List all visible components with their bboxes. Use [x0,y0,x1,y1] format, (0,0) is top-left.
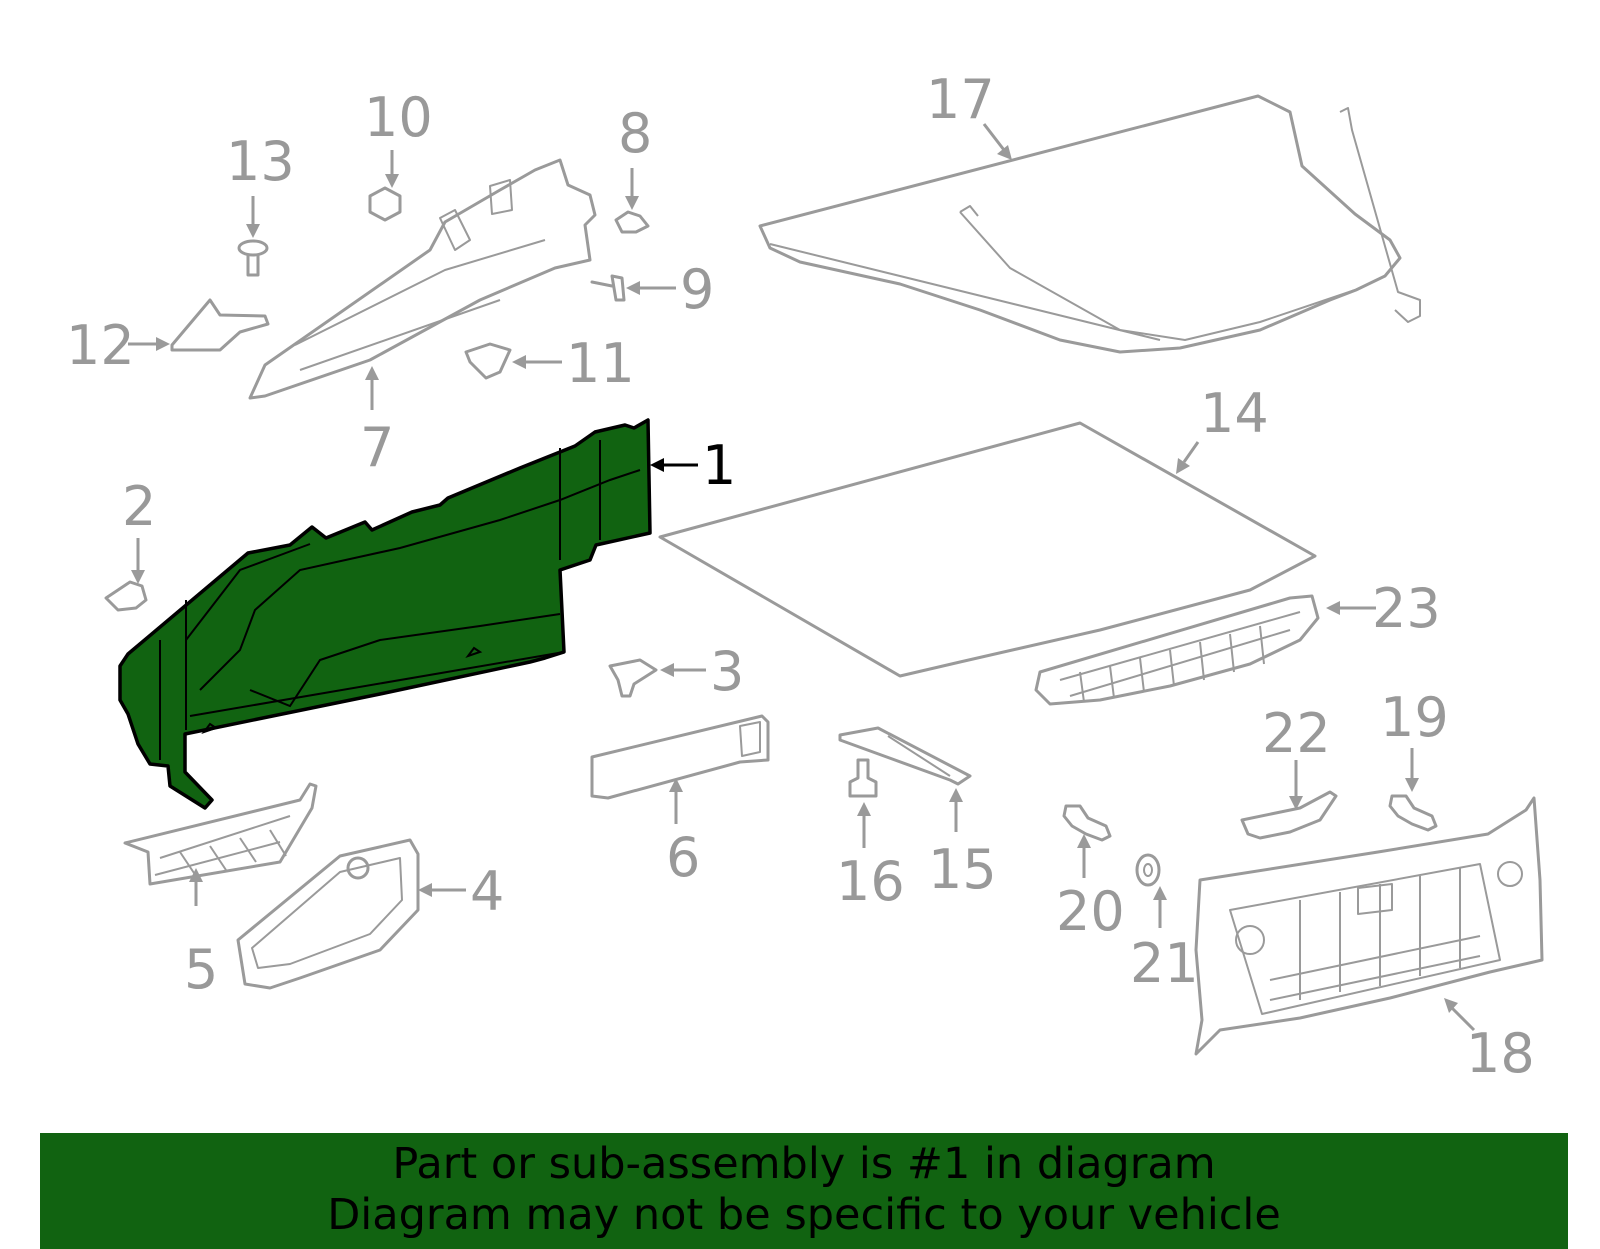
parts-diagram: 1 2 3 4 5 6 7 8 9 10 11 12 13 14 15 16 1… [66,68,1544,1085]
part-12-bracket[interactable] [170,298,270,352]
callout-17: 17 [926,68,995,131]
part-21-washer[interactable] [1135,853,1161,887]
callout-15: 15 [928,838,997,901]
part-23-bracket[interactable] [1034,594,1320,706]
callout-8: 8 [618,102,652,165]
callout-23: 23 [1372,577,1441,640]
callout-3: 3 [710,640,744,703]
callout-22: 22 [1262,702,1331,765]
banner-line-2: Diagram may not be specific to your vehi… [327,1190,1281,1240]
part-7-upper-trim[interactable] [248,158,597,400]
callout-4: 4 [470,860,504,923]
callout-1: 1 [702,434,736,497]
part-8-clip[interactable] [614,210,650,234]
callout-19: 19 [1380,686,1449,749]
part-5-mesh-trim[interactable] [123,782,318,886]
part-18-rear-panel[interactable] [1194,796,1544,1056]
callout-14: 14 [1200,382,1269,445]
part-13-screw[interactable] [237,239,269,277]
part-3-clip[interactable] [608,658,658,698]
part-20-bolt[interactable] [1062,804,1112,842]
leader-arrows [128,123,1476,1032]
callout-9: 9 [680,258,714,321]
callout-20: 20 [1056,880,1125,943]
part-9-clip[interactable] [590,274,626,302]
part-11-clip[interactable] [464,342,512,380]
part-17-package-tray[interactable] [758,94,1421,354]
info-banner: Part or sub-assembly is #1 in diagram Di… [40,1133,1568,1249]
banner-line-1: Part or sub-assembly is #1 in diagram [392,1139,1216,1189]
callout-16: 16 [836,850,905,913]
part-10-clip[interactable] [368,186,402,222]
callout-13: 13 [226,130,295,193]
part-6-strip[interactable] [590,714,770,800]
callout-7: 7 [360,416,394,479]
callout-11: 11 [566,332,635,395]
callout-labels: 1 2 3 4 5 6 7 8 9 10 11 12 13 14 15 16 1… [66,68,1535,1085]
part-16-bolt[interactable] [848,758,878,798]
part-19-bolt[interactable] [1388,794,1438,832]
part-2-clip[interactable] [104,580,148,612]
callout-5: 5 [184,938,218,1001]
callout-6: 6 [666,826,700,889]
callout-10: 10 [364,86,433,149]
part-14-floor-board[interactable] [658,421,1317,678]
part-4-panel[interactable] [236,838,420,990]
callout-12: 12 [66,314,135,377]
part-1-side-trim-highlighted[interactable] [118,418,652,810]
callout-21: 21 [1130,932,1199,995]
part-22-bracket[interactable] [1240,790,1338,840]
callout-18: 18 [1466,1022,1535,1085]
part-15-bracket[interactable] [838,726,972,786]
callout-2: 2 [122,475,156,538]
